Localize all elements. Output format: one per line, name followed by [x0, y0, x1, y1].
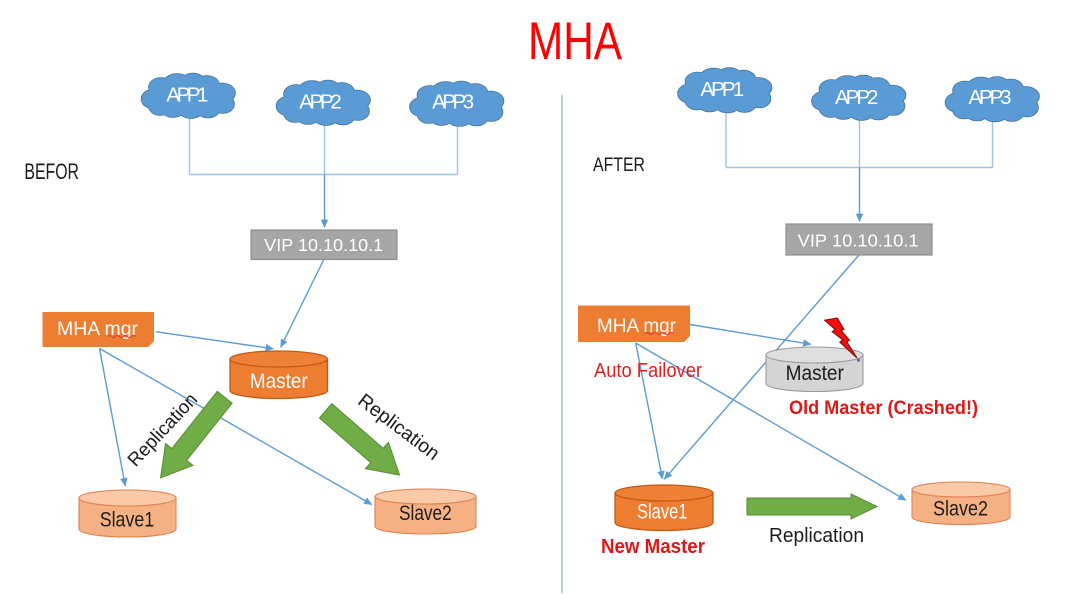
svg-text:MHA mgr: MHA mgr: [57, 318, 138, 340]
svg-text:APP1: APP1: [166, 83, 208, 106]
svg-text:Replication: Replication: [769, 525, 864, 547]
svg-text:Slave1: Slave1: [637, 501, 688, 524]
svg-text:AFTER: AFTER: [593, 154, 645, 176]
svg-text:MHA: MHA: [528, 12, 623, 71]
svg-text:Old Master (Crashed!): Old Master (Crashed!): [789, 397, 978, 419]
svg-text:Slave2: Slave2: [399, 502, 452, 525]
svg-text:Master: Master: [786, 362, 844, 385]
svg-text:APP3: APP3: [969, 86, 1012, 109]
svg-text:MHA mgr: MHA mgr: [597, 315, 676, 337]
svg-text:APP2: APP2: [835, 86, 878, 109]
svg-text:VIP 10.10.10.1: VIP 10.10.10.1: [798, 230, 919, 250]
svg-text:Master: Master: [250, 369, 308, 393]
svg-text:APP2: APP2: [299, 91, 342, 114]
svg-text:New Master: New Master: [601, 536, 705, 558]
svg-text:Slave1: Slave1: [100, 509, 155, 532]
svg-text:APP3: APP3: [432, 91, 474, 114]
svg-text:APP1: APP1: [700, 78, 744, 101]
svg-text:Auto Failover: Auto Failover: [594, 360, 702, 382]
svg-text:VIP 10.10.10.1: VIP 10.10.10.1: [264, 235, 383, 255]
svg-text:BEFOR: BEFOR: [24, 159, 79, 184]
svg-text:Slave2: Slave2: [933, 498, 988, 521]
